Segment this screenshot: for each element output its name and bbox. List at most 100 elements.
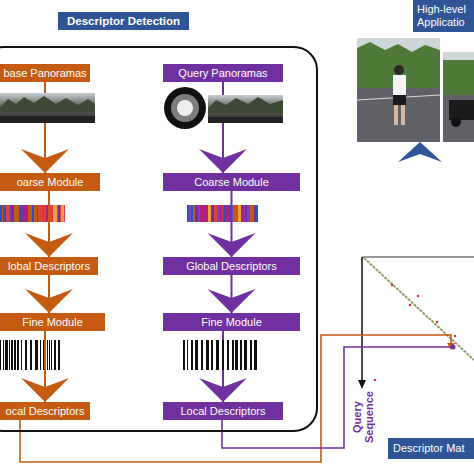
- global-descriptor-bar: [254, 205, 256, 222]
- matching-matrix: [358, 380, 366, 389]
- matching-matrix: [358, 257, 474, 389]
- global-descriptor-bar: [57, 205, 58, 222]
- box-label: lobal Descriptors: [8, 260, 90, 273]
- photo: [443, 52, 474, 142]
- global-descriptor-bar: [246, 205, 247, 222]
- box-label: Fine Module: [201, 316, 262, 329]
- global-descriptor-bar: [40, 205, 43, 222]
- global-descriptor-bar: [32, 205, 34, 222]
- panorama-image: [0, 93, 95, 123]
- matching-matrix: [409, 304, 411, 306]
- local-descriptor-bar: [232, 340, 234, 370]
- global-descriptor-bar: [238, 205, 241, 222]
- global-descriptor-bar: [6, 205, 9, 222]
- local-descriptor-bar: [30, 340, 32, 370]
- local-descriptor-bar: [254, 340, 257, 370]
- global-descriptor-bar: [19, 205, 22, 222]
- global-descriptor-bar: [204, 205, 208, 222]
- local-descriptor-bar: [43, 340, 44, 370]
- global-descriptor-bar: [222, 205, 223, 222]
- global-descriptor-bar: [200, 205, 204, 222]
- local-descriptor-bar: [195, 340, 198, 370]
- global-descriptor-bar: [9, 205, 11, 222]
- local-descriptor-bar: [211, 340, 213, 370]
- photo: [443, 95, 474, 142]
- global-descriptor-bar: [195, 205, 198, 222]
- panorama-image: [208, 117, 283, 123]
- photo: [357, 88, 440, 142]
- global-descriptor-bar: [43, 205, 44, 222]
- flow-arrow: [222, 331, 224, 402]
- photo: [451, 117, 461, 127]
- fisheye-image: [164, 87, 206, 129]
- matching-matrix: [361, 257, 363, 382]
- global-descriptor-bar: [247, 205, 250, 222]
- local-descriptor-bar: [14, 340, 16, 370]
- matching-matrix: [417, 295, 419, 297]
- local-descriptor-bar: [191, 340, 193, 370]
- local-descriptor-bar: [187, 340, 188, 370]
- flow-arrow: [231, 191, 233, 257]
- box-label: Coarse Module: [194, 176, 269, 189]
- global-descriptor-bar: [220, 205, 222, 222]
- panel-heading: Descriptor Detection: [58, 12, 189, 30]
- box-label: oarse Module: [17, 176, 84, 189]
- global-descriptor-bar: [34, 205, 37, 222]
- local-descriptor-bar: [235, 340, 238, 370]
- global-descriptor-bar: [22, 205, 23, 222]
- global-descriptor-bar: [193, 205, 195, 222]
- global-descriptor-bar: [28, 205, 32, 222]
- process-box: Query Panoramas: [163, 64, 283, 82]
- global-descriptor-bar: [227, 205, 229, 222]
- global-descriptor-bar: [223, 205, 226, 222]
- global-descriptor-bar: [27, 205, 28, 222]
- flow-arrow: [48, 191, 50, 257]
- matching-matrix: [391, 284, 393, 286]
- process-box: Global Descriptors: [163, 257, 300, 275]
- local-descriptor-bar: [0, 340, 1, 370]
- matching-matrix: [454, 335, 456, 337]
- axis-label: Query Sequence: [351, 387, 375, 447]
- fisheye-image: [164, 87, 206, 129]
- photo: [443, 60, 474, 95]
- global-descriptor-bar: [237, 205, 238, 222]
- local-descriptor-bar: [206, 340, 209, 370]
- photo: [357, 38, 440, 142]
- global-descriptor-bar: [23, 205, 27, 222]
- local-descriptor-bar: [47, 340, 48, 370]
- leader-line: [222, 347, 452, 448]
- process-box: Fine Module: [0, 313, 105, 331]
- local-descriptor-bar: [222, 340, 224, 370]
- local-descriptor-bar: [9, 340, 10, 370]
- panorama-image: [0, 93, 95, 123]
- global-descriptor-bar: [38, 205, 40, 222]
- up-chevron: [398, 142, 442, 162]
- box-label: Descriptor Mat: [393, 442, 465, 455]
- leader-line: [451, 345, 456, 350]
- fisheye-image: [177, 100, 193, 116]
- global-descriptor-bar: [48, 205, 50, 222]
- box-label: Local Descriptors: [181, 405, 266, 418]
- global-descriptor-bar: [50, 205, 53, 222]
- global-descriptor-bar: [0, 205, 2, 222]
- global-descriptor-bar: [232, 205, 233, 222]
- detection-panel: Descriptor Detectionbase Panoramasoarse …: [0, 46, 318, 432]
- global-descriptor-bar: [226, 205, 227, 222]
- global-descriptor-bar: [191, 205, 193, 222]
- panorama-image: [208, 95, 283, 123]
- local-descriptor-bar: [227, 340, 229, 370]
- process-box: ocal Descriptors: [0, 402, 90, 420]
- local-descriptor-bar: [244, 340, 247, 370]
- local-descriptor-bar: [54, 340, 56, 370]
- local-descriptor-bar: [21, 340, 22, 370]
- global-descriptor-bar: [11, 205, 14, 222]
- local-descriptor-bar: [216, 340, 219, 370]
- local-descriptor-bar: [51, 340, 52, 370]
- descriptor-barcode: [0, 205, 258, 370]
- local-descriptor-bar: [240, 340, 242, 370]
- global-descriptor-bar: [53, 205, 57, 222]
- local-descriptor-bar: [5, 340, 8, 370]
- flow-arrow: [48, 275, 50, 313]
- global-descriptor-bar: [58, 205, 60, 222]
- global-descriptor-bar: [208, 205, 211, 222]
